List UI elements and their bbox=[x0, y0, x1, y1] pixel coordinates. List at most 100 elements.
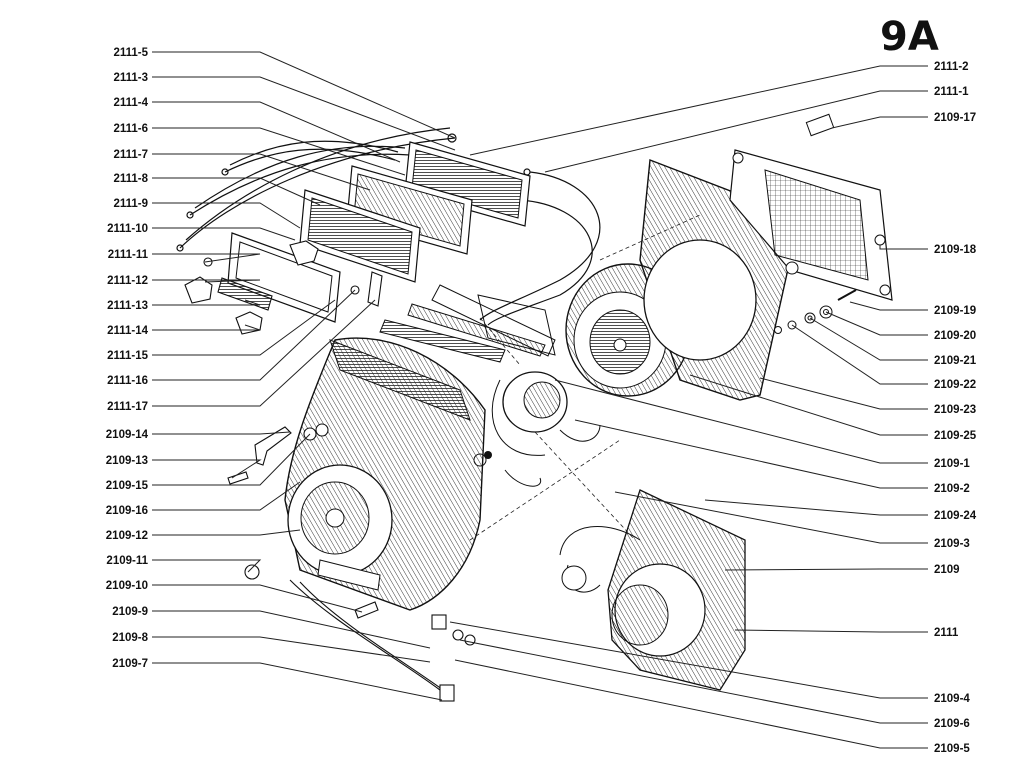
callout-label: 2109-1 bbox=[934, 458, 970, 470]
leader-line bbox=[152, 584, 363, 613]
callout-label: 2109-8 bbox=[112, 632, 148, 644]
callouts-right: 2111-22111-12109-172109-182109-192109-20… bbox=[449, 61, 977, 755]
callout-left-24: 2109-7 bbox=[112, 658, 443, 701]
leader-line bbox=[152, 324, 261, 331]
callout-label: 2111 bbox=[934, 627, 959, 639]
alignment-lines bbox=[469, 214, 701, 541]
leader-line bbox=[152, 433, 311, 486]
leader-line bbox=[614, 491, 928, 544]
leader-line bbox=[152, 299, 336, 356]
callout-label: 2111-3 bbox=[113, 72, 148, 84]
callout-label: 2111-11 bbox=[108, 249, 149, 261]
main-heater-housing bbox=[284, 337, 486, 611]
callout-right-16: 2109-4 bbox=[449, 621, 970, 705]
leader-line bbox=[152, 177, 321, 206]
leader-line bbox=[704, 499, 928, 516]
callout-right-2: 2109-17 bbox=[831, 112, 976, 129]
callout-label: 2109-11 bbox=[106, 555, 148, 567]
callout-label: 2111-14 bbox=[107, 325, 149, 337]
callout-label: 2109-16 bbox=[106, 505, 148, 517]
callout-label: 2109-21 bbox=[934, 355, 977, 367]
leader-line bbox=[152, 459, 262, 479]
leader-line bbox=[544, 90, 928, 173]
callout-label: 2111-4 bbox=[113, 97, 148, 109]
callout-right-17: 2109-6 bbox=[459, 639, 970, 730]
callout-label: 2109-5 bbox=[934, 743, 970, 755]
callout-left-4: 2111-7 bbox=[113, 149, 371, 191]
leader-line bbox=[152, 299, 376, 407]
leader-line bbox=[152, 101, 401, 163]
callout-left-16: 2109-13 bbox=[106, 455, 262, 479]
callout-label: 2111-16 bbox=[107, 375, 148, 387]
leader-line bbox=[459, 639, 928, 724]
leader-line bbox=[849, 301, 928, 311]
callout-label: 2109-24 bbox=[934, 510, 977, 522]
leader-line bbox=[469, 65, 928, 156]
callout-label: 2109-17 bbox=[934, 112, 976, 124]
callout-label: 2111-13 bbox=[107, 300, 148, 312]
callout-left-11: 2111-14 bbox=[107, 324, 261, 337]
callout-label: 2111-10 bbox=[107, 223, 148, 235]
callout-label: 2109-18 bbox=[934, 244, 977, 256]
leader-line bbox=[152, 202, 301, 229]
leader-line bbox=[809, 317, 928, 361]
leader-line bbox=[831, 116, 928, 129]
callout-left-18: 2109-16 bbox=[106, 481, 301, 517]
callout-label: 2109-19 bbox=[934, 305, 976, 317]
leader-line bbox=[152, 153, 371, 191]
parts-artwork bbox=[176, 113, 893, 702]
leader-line bbox=[791, 324, 928, 385]
callout-label: 2109-22 bbox=[934, 379, 976, 391]
leader-line bbox=[152, 253, 261, 263]
control-panel-assembly bbox=[227, 141, 531, 323]
leader-line bbox=[152, 76, 456, 151]
callout-left-7: 2111-10 bbox=[107, 223, 296, 241]
callout-label: 2109-9 bbox=[112, 606, 148, 618]
callout-left-14: 2111-17 bbox=[107, 299, 376, 413]
callout-left-19: 2109-12 bbox=[106, 529, 301, 542]
leader-line bbox=[152, 610, 431, 649]
callout-left-2: 2111-4 bbox=[113, 97, 401, 163]
callout-label: 2109-12 bbox=[106, 530, 148, 542]
callout-right-9: 2109-25 bbox=[689, 374, 977, 442]
callout-label: 2109-13 bbox=[106, 455, 148, 467]
callout-left-9: 2111-12 bbox=[107, 275, 261, 287]
leader-line bbox=[574, 419, 928, 489]
callout-right-8: 2109-23 bbox=[759, 377, 976, 416]
leader-line bbox=[759, 377, 928, 410]
callout-label: 2111-9 bbox=[113, 198, 148, 210]
leader-line bbox=[152, 662, 443, 701]
leader-line bbox=[724, 568, 928, 571]
callout-left-1: 2111-3 bbox=[113, 72, 456, 151]
leader-line bbox=[825, 311, 928, 336]
control-knobs bbox=[184, 240, 383, 335]
callout-right-6: 2109-21 bbox=[809, 317, 977, 367]
callout-label: 2111-6 bbox=[113, 123, 148, 135]
leader-line bbox=[152, 529, 301, 536]
leader-line bbox=[152, 559, 262, 573]
callout-label: 2111-2 bbox=[934, 61, 969, 73]
callout-label: 2109-10 bbox=[106, 580, 148, 592]
blower-fan-wheel bbox=[565, 263, 691, 397]
callout-label: 2109-6 bbox=[934, 718, 970, 730]
callout-right-18: 2109-5 bbox=[454, 659, 970, 755]
leader-line bbox=[689, 374, 928, 436]
callout-left-21: 2109-10 bbox=[106, 580, 363, 613]
callout-left-13: 2111-16 bbox=[107, 289, 356, 387]
callout-right-3: 2109-18 bbox=[879, 244, 977, 256]
callout-label: 2109-23 bbox=[934, 404, 976, 416]
callout-label: 2109-4 bbox=[934, 693, 970, 705]
callout-right-11: 2109-2 bbox=[574, 419, 970, 495]
callout-right-15: 2111 bbox=[734, 627, 959, 639]
callout-left-10: 2111-13 bbox=[107, 299, 261, 312]
callout-label: 2111-1 bbox=[934, 86, 969, 98]
leader-line bbox=[449, 621, 928, 699]
callout-left-20: 2109-11 bbox=[106, 555, 262, 573]
heater-radiator bbox=[729, 113, 893, 301]
callout-label: 2109-7 bbox=[112, 658, 148, 670]
leader-line bbox=[152, 289, 356, 381]
assembled-heater-unit bbox=[559, 489, 746, 691]
callout-label: 2111-7 bbox=[113, 149, 148, 161]
leader-line bbox=[554, 379, 928, 464]
